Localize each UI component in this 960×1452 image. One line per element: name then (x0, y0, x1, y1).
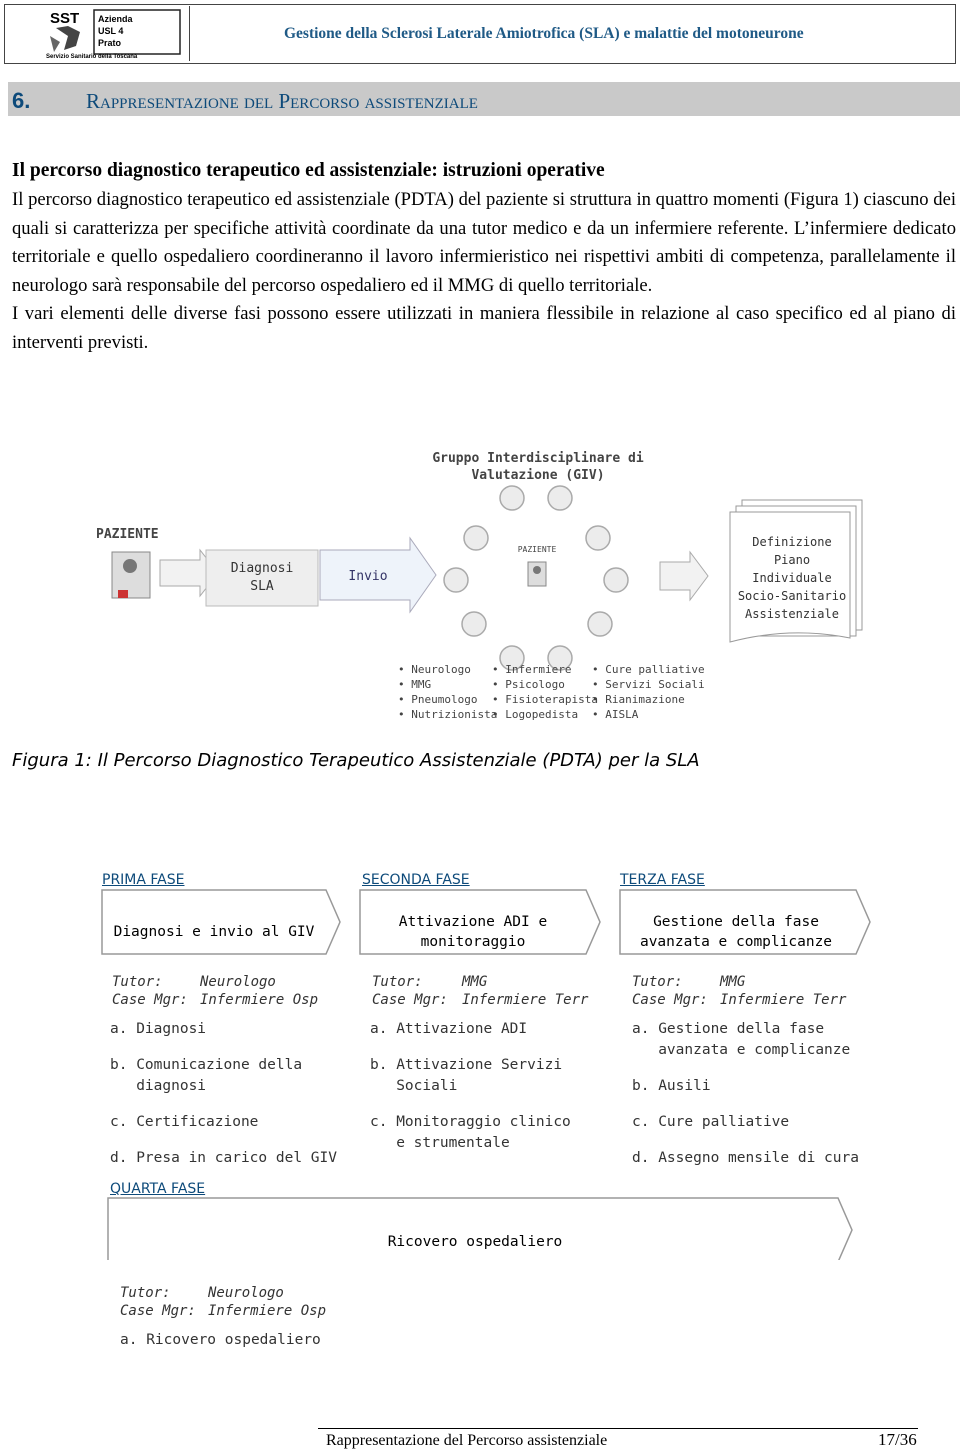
tutor-name: Neurologo (208, 1285, 284, 1301)
svg-text:Socio-Sanitario: Socio-Sanitario (738, 589, 846, 603)
document-title: Gestione della Sclerosi Laterale Amiotro… (284, 25, 804, 42)
phase-item: c. Monitoraggio clinico (370, 1114, 571, 1130)
phase-item: a. Gestione della fase (632, 1021, 825, 1037)
section-title-bar (8, 82, 960, 116)
section-number: 6. (12, 88, 31, 113)
svg-text:SST: SST (50, 10, 79, 27)
case-mgr-name: Infermiere Osp (200, 992, 319, 1008)
phase-box-line: Attivazione ADI e (398, 914, 548, 930)
phase-label: SECONDA FASE (362, 872, 470, 888)
center-paziente-label: PAZIENTE (518, 545, 557, 554)
patient-icon (111, 551, 151, 599)
svg-text:• Rianimazione: • Rianimazione (592, 693, 685, 706)
svg-text:Assistenziale: Assistenziale (745, 607, 839, 621)
tutor-label: Tutor: (632, 974, 683, 990)
phase-item: a. Ricovero ospedaliero (120, 1332, 321, 1348)
invio-label: Invio (348, 569, 387, 584)
page-number: 17/36 (878, 1430, 917, 1449)
tutor-label: Tutor: (372, 974, 423, 990)
svg-text:• Fisioterapista: • Fisioterapista (492, 693, 598, 706)
tutor-name: Neurologo (200, 974, 276, 990)
svg-text:SLA: SLA (250, 579, 274, 594)
svg-text:• Servizi Sociali: • Servizi Sociali (592, 678, 705, 691)
phase-box-text: Gestione della fase avanzata e complican… (620, 912, 852, 952)
case-mgr-label: Case Mgr: (120, 1303, 196, 1319)
svg-text:Prato: Prato (98, 38, 122, 48)
case-mgr-label: Case Mgr: (112, 992, 188, 1008)
definizione-piano-doc: Definizione Piano Individuale Socio-Sani… (729, 499, 863, 643)
paragraph: I vari elementi delle diverse fasi posso… (12, 303, 956, 353)
svg-text:• Psicologo: • Psicologo (492, 678, 565, 691)
phase-item: c. Certificazione (110, 1114, 259, 1130)
svg-text:Servizio Sanitario della Tosca: Servizio Sanitario della Toscana (46, 54, 138, 60)
footer-rule (318, 1428, 918, 1429)
phase-item: e strumentale (370, 1135, 510, 1151)
giv-title: Valutazione (GIV) (471, 468, 604, 483)
phases-arrows (101, 889, 871, 1260)
phase-item: b. Comunicazione della (110, 1057, 303, 1073)
phase-item: avanzata e complicanze (632, 1042, 851, 1058)
phase-item: b. Ausili (632, 1078, 711, 1094)
paragraph: Il percorso diagnostico terapeutico ed a… (12, 189, 956, 296)
body-text: Il percorso diagnostico terapeutico ed a… (12, 186, 956, 357)
phase-item: d. Presa in carico del GIV (110, 1150, 337, 1166)
case-mgr-name: Infermiere Osp (208, 1303, 327, 1319)
phase-item: d. Assegno mensile di cura (632, 1150, 859, 1166)
svg-text:• Cure palliative: • Cure palliative (592, 663, 705, 676)
figure-caption: Figura 1: Il Percorso Diagnostico Terape… (12, 750, 700, 771)
phase-item: c. Cure palliative (632, 1114, 790, 1130)
phase-label: PRIMA FASE (102, 872, 185, 888)
page-header (4, 4, 956, 64)
tutor-name: MMG (720, 974, 746, 990)
center-patient-icon (527, 561, 547, 587)
svg-text:• Nutrizionista: • Nutrizionista (398, 708, 497, 721)
svg-text:USL 4: USL 4 (98, 26, 123, 36)
phase-box-line: Gestione della fase (653, 914, 819, 930)
phase-item: Sociali (370, 1078, 458, 1094)
logo-graphic: Azienda USL 4 Prato SST Servizio Sanitar… (46, 9, 181, 60)
phase-box-text: Diagnosi e invio al GIV (113, 924, 315, 940)
case-mgr-label: Case Mgr: (632, 992, 708, 1008)
tutor-label: Tutor: (120, 1285, 171, 1301)
phase-item: a. Diagnosi (110, 1021, 207, 1037)
svg-text:• MMG: • MMG (398, 678, 431, 691)
svg-text:Diagnosi: Diagnosi (231, 561, 294, 576)
svg-text:• Infermiere: • Infermiere (492, 663, 571, 676)
case-mgr-label: Case Mgr: (372, 992, 448, 1008)
case-mgr-name: Infermiere Terr (720, 992, 847, 1008)
figure-1-diagram: Gruppo Interdisciplinare di Valutazione … (96, 451, 863, 721)
phase-label: TERZA FASE (620, 872, 705, 888)
svg-text:Piano: Piano (774, 553, 810, 567)
section-title: Rappresentazione del Percorso assistenzi… (86, 89, 478, 113)
tutor-label: Tutor: (112, 974, 163, 990)
phase-box-text: Ricovero ospedaliero (387, 1234, 563, 1250)
subheading: Il percorso diagnostico terapeutico ed a… (12, 160, 605, 181)
giv-title: Gruppo Interdisciplinare di (432, 451, 643, 466)
asl-logo: Azienda USL 4 Prato SST Servizio Sanitar… (6, 6, 190, 61)
svg-text:Definizione: Definizione (752, 535, 831, 549)
footer-title: Rappresentazione del Percorso assistenzi… (326, 1432, 608, 1449)
phase-item: a. Attivazione ADI (370, 1021, 528, 1037)
svg-text:• AISLA: • AISLA (592, 708, 639, 721)
svg-text:Individuale: Individuale (752, 571, 831, 585)
phase-box-line: avanzata e complicanze (639, 934, 833, 950)
phase-box-line: monitoraggio (420, 934, 526, 950)
phase-label: QUARTA FASE (110, 1181, 206, 1197)
phase-box-text: Attivazione ADI e monitoraggio (362, 912, 584, 952)
svg-text:• Pneumologo: • Pneumologo (398, 693, 477, 706)
phase-item: diagnosi (110, 1078, 207, 1094)
case-mgr-name: Infermiere Terr (462, 992, 589, 1008)
giv-circles (443, 485, 629, 671)
svg-text:• Logopedista: • Logopedista (492, 708, 578, 721)
svg-text:Azienda: Azienda (98, 14, 134, 24)
diagnosi-sla-box: Diagnosi SLA (205, 549, 319, 607)
tutor-name: MMG (462, 974, 488, 990)
giv-members-list: • Neurologo • MMG • Pneumologo • Nutrizi… (398, 663, 705, 721)
phase-item: b. Attivazione Servizi (370, 1057, 563, 1073)
paziente-label: PAZIENTE (96, 527, 159, 542)
svg-text:• Neurologo: • Neurologo (398, 663, 471, 676)
